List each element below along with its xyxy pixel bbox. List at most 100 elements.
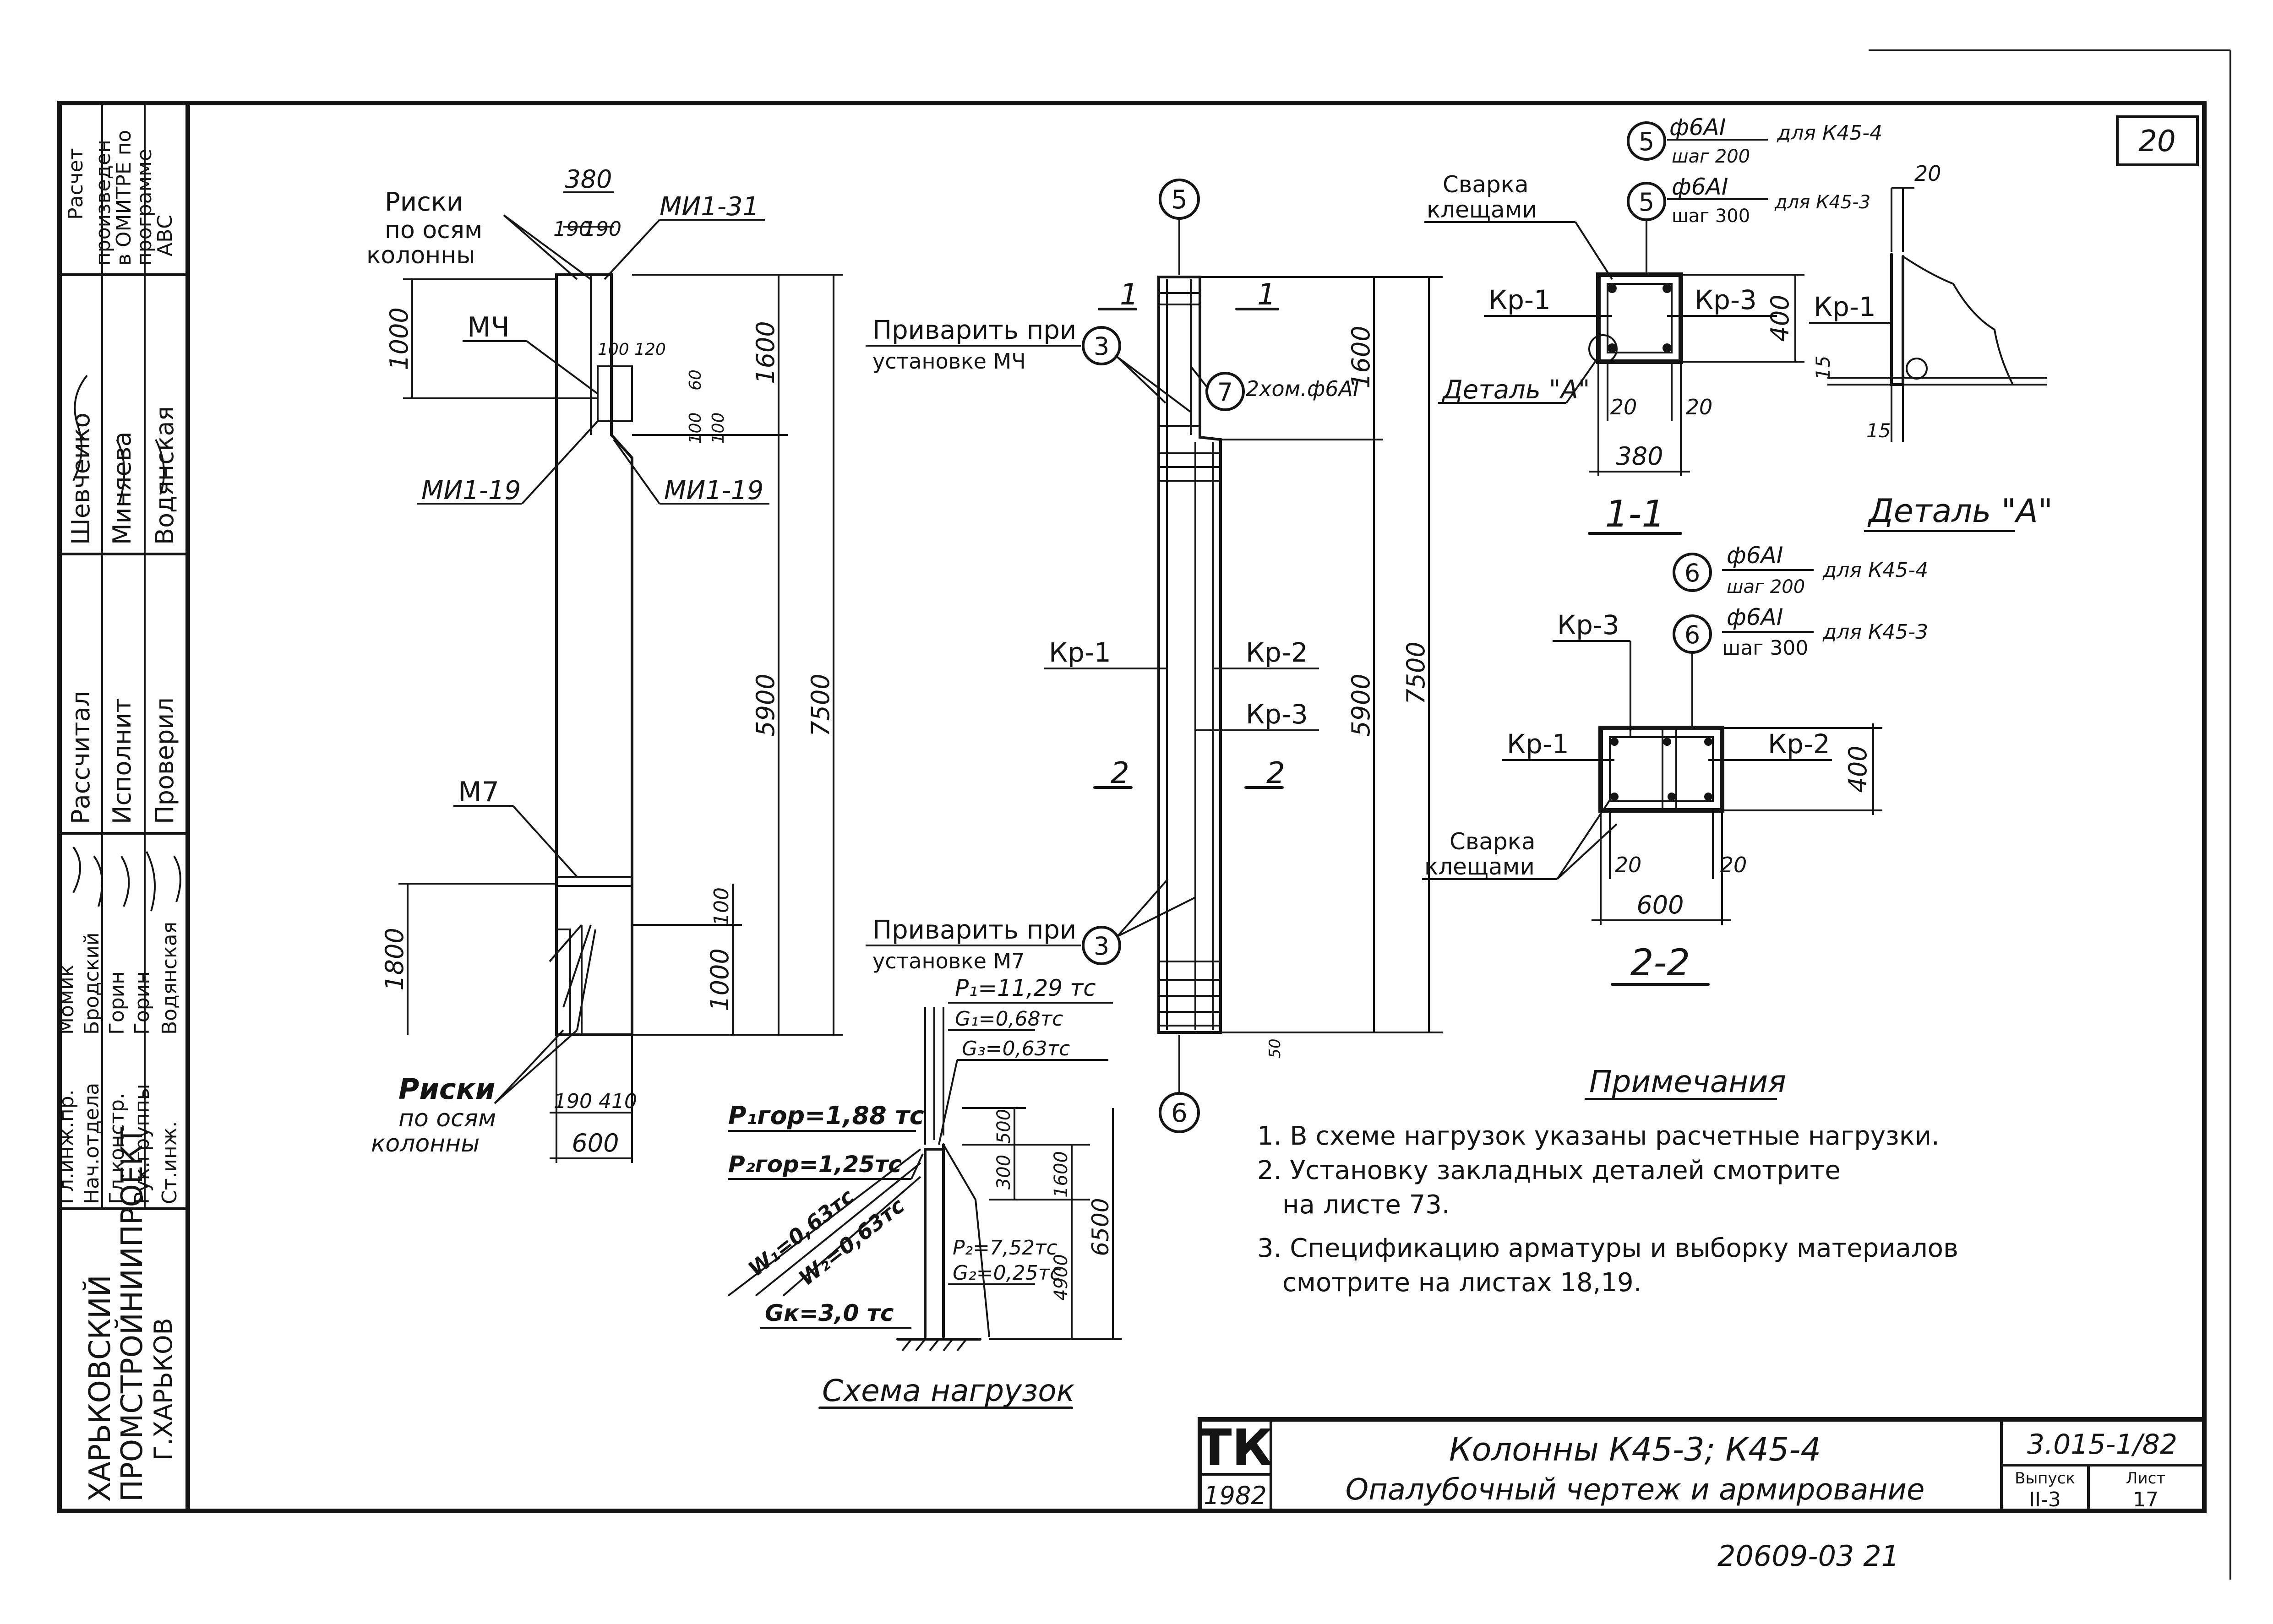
s22-dim-20b: 20 [1720,853,1747,877]
s22-bar-b: ф6АI [1727,604,1783,630]
risk-top-2: по осям [385,217,482,244]
load-dim-6500: 6500 [1087,1198,1114,1256]
pos-3b-bubble [1082,926,1121,965]
dim-190b: 190 [583,217,621,241]
load-p1-hor: P₁гор=1,88 тс [728,1101,924,1130]
kr2-label: Кр-2 [1246,637,1308,668]
axis-5: 5 [1171,185,1188,215]
risk-top-3: колонны [366,242,475,269]
load-scheme: P₁=11,29 тс G₁=0,68тс G₃=0,63тс P₁гор=1,… [727,975,1122,1409]
dim-1000-top: 1000 [385,307,414,370]
role-chief-design: Гл.констр. [105,1093,129,1204]
calc-note-4: программе [133,149,156,266]
notes-title: Примечания [1589,1064,1786,1099]
archive-number: 20609-03 21 [1717,1539,1899,1573]
calc-note-5: АВС [153,215,177,256]
org-line-3: Г.ХАРЬКОВ [149,1318,178,1461]
s22-for-b: для К45-3 [1822,620,1928,644]
section-2-left: 2 [1111,756,1129,790]
name-calc: Шевчеико [66,413,95,545]
name-group-lead: Горин [131,971,154,1035]
pos-3a-bubble [1082,326,1121,365]
org-line-2: ПРОМСТРОЙНИИПРОЕКТ [114,1126,149,1502]
mi1-19-left: МИ1-19 [421,476,521,505]
role-group-lead: Рук.группы [131,1084,154,1205]
s22-for-a: для К45-4 [1822,559,1928,582]
detailA-dim-15b: 15 [1866,419,1891,442]
detailA-dim-15a: 15 [1812,356,1834,380]
section-2-right: 2 [1266,756,1285,790]
note-2: 2. Установку закладных деталей смотрите [1257,1156,1841,1185]
name-dept-head: Бродский [80,933,104,1035]
load-p2: P₂=7,52тс [953,1236,1057,1260]
s11-title: 1-1 [1605,493,1665,535]
load-dim-500: 500 [993,1109,1014,1144]
mi1-19-right: МИ1-19 [664,476,763,505]
load-dim-4900: 4900 [1051,1254,1072,1301]
calc-note-3: в ОМИТРЕ по [112,130,136,266]
role-chief-eng: Гл.инж.пр. [55,1089,78,1204]
reinforcement-elevation: 5 6 1 1 2 2 Приварить при [866,179,1443,1133]
s11-for-b: для К45-3 [1774,192,1870,213]
sheet-number-box: 20 [2116,115,2199,166]
dim-5900: 5900 [751,673,780,736]
dim-100-120: 100 120 [598,340,666,359]
s11-step-a: шаг 200 [1672,146,1750,167]
dim-1600: 1600 [751,321,780,384]
name-senior-eng: Водянская [158,922,181,1035]
sheet-number: 20 [2138,125,2175,158]
load-p2-hor: P₂гор=1,25тс [728,1151,902,1178]
title-block: ТК 1982 Колонны К45-3; К45-4 Опалубочный… [1198,1417,2207,1513]
note-2b: на листе 73. [1282,1190,1450,1220]
signatures-a [72,375,165,504]
weld-mch-2: установке МЧ [872,349,1026,374]
left-stamp-strip: Расчет произведен в ОМИТРЕ по программе … [55,103,190,1511]
reinf-dim-7500: 7500 [1401,641,1430,704]
s22-weld-2: клещами [1424,853,1535,880]
s22-dim-600: 600 [1636,891,1684,919]
s22-kr3: Кр-3 [1557,609,1619,641]
axis-6: 6 [1171,1098,1188,1128]
s11-dim-20a: 20 [1610,395,1637,419]
load-dim-300: 300 [993,1155,1014,1189]
s22-dim-400: 400 [1843,745,1872,793]
pos-3b: 3 [1094,932,1109,961]
title-line-2: Опалубочный чертеж и армирование [1346,1473,1925,1507]
reinf-dim-5900: 5900 [1346,673,1375,736]
s22-pos6a: 6 [1684,559,1700,587]
role-check: Проверил [150,697,179,824]
risk-bottom-1: Риски [398,1072,495,1106]
dim-7500: 7500 [806,673,835,736]
s11-pos5b: 5 [1639,188,1654,217]
sheet-code: 3.015-1/82 [2027,1428,2177,1461]
s22-kr1: Кр-1 [1507,728,1569,760]
kr3-label: Кр-3 [1246,699,1308,730]
s22-pos6b: 6 [1684,620,1700,649]
note-3: 3. Спецификацию арматуры и выборку матер… [1257,1233,1958,1263]
section-1-right: 1 [1257,278,1276,312]
dim-600: 600 [572,1129,619,1157]
stamp-mark: ТК [1198,1418,1273,1477]
dim-190a: 190 [553,217,592,241]
risk-bottom-3: колонны [371,1130,480,1157]
clamp-label: 2хом.ф6АI [1246,376,1359,401]
s22-step-a: шаг 200 [1727,576,1805,597]
s22-dim-20a: 20 [1615,853,1642,877]
weld-m7-2: установке М7 [872,949,1025,973]
column-elevation: 380 190 190 1600 5900 7500 1000 1800 100… [366,165,843,1163]
dim-380: 380 [565,165,612,194]
name-chief-design: Горин [105,971,129,1035]
dim-60: 60 [686,369,705,391]
note-3b: смотрите на листах 18,19. [1282,1268,1641,1298]
detailA-title: Деталь "А" [1867,492,2053,530]
org-line-1: ХАРЬКОВСКИЙ [82,1275,117,1502]
s11-dim-400: 400 [1766,294,1794,342]
load-gk: Gк=3,0 тс [765,1300,894,1326]
section-1-left: 1 [1120,278,1139,312]
s11-dim-20b: 20 [1686,395,1713,419]
load-g1: G₁=0,68тс [955,1007,1063,1031]
reinf-dim-50: 50 [1266,1038,1284,1058]
calc-note-2: произведен [92,140,115,266]
issue-label: Выпуск [2015,1469,2075,1488]
